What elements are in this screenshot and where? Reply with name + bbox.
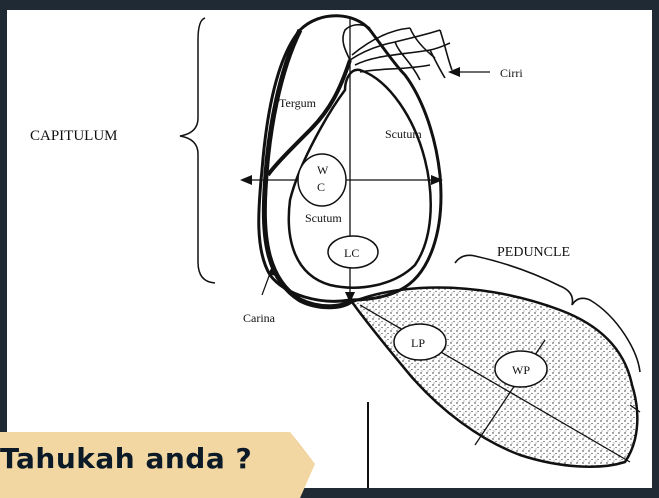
label-wp: WP <box>512 363 530 377</box>
label-tergum: Tergum <box>279 96 317 110</box>
label-lp: LP <box>411 336 425 350</box>
label-scutum-lower: Scutum <box>305 211 342 225</box>
label-peduncle: PEDUNCLE <box>497 245 570 260</box>
peduncle-body <box>352 287 637 466</box>
label-scutum-right: Scutum <box>385 127 422 141</box>
cirri <box>343 25 452 80</box>
label-carina: Carina <box>243 311 276 325</box>
capitulum-brace <box>180 18 215 283</box>
barnacle-diagram: CAPITULUM Cirri Tergum Scutum W C Scutum… <box>7 10 652 488</box>
diagram-frame: CAPITULUM Cirri Tergum Scutum W C Scutum… <box>7 10 652 488</box>
label-cirri: Cirri <box>500 66 523 80</box>
label-wc-w: W <box>317 163 329 177</box>
label-capitulum: CAPITULUM <box>30 128 118 144</box>
label-lc: LC <box>344 246 359 260</box>
banner-text: Tahukah anda ? <box>0 442 252 475</box>
label-wc-c: C <box>317 180 325 194</box>
cirri-arrow <box>448 67 490 77</box>
